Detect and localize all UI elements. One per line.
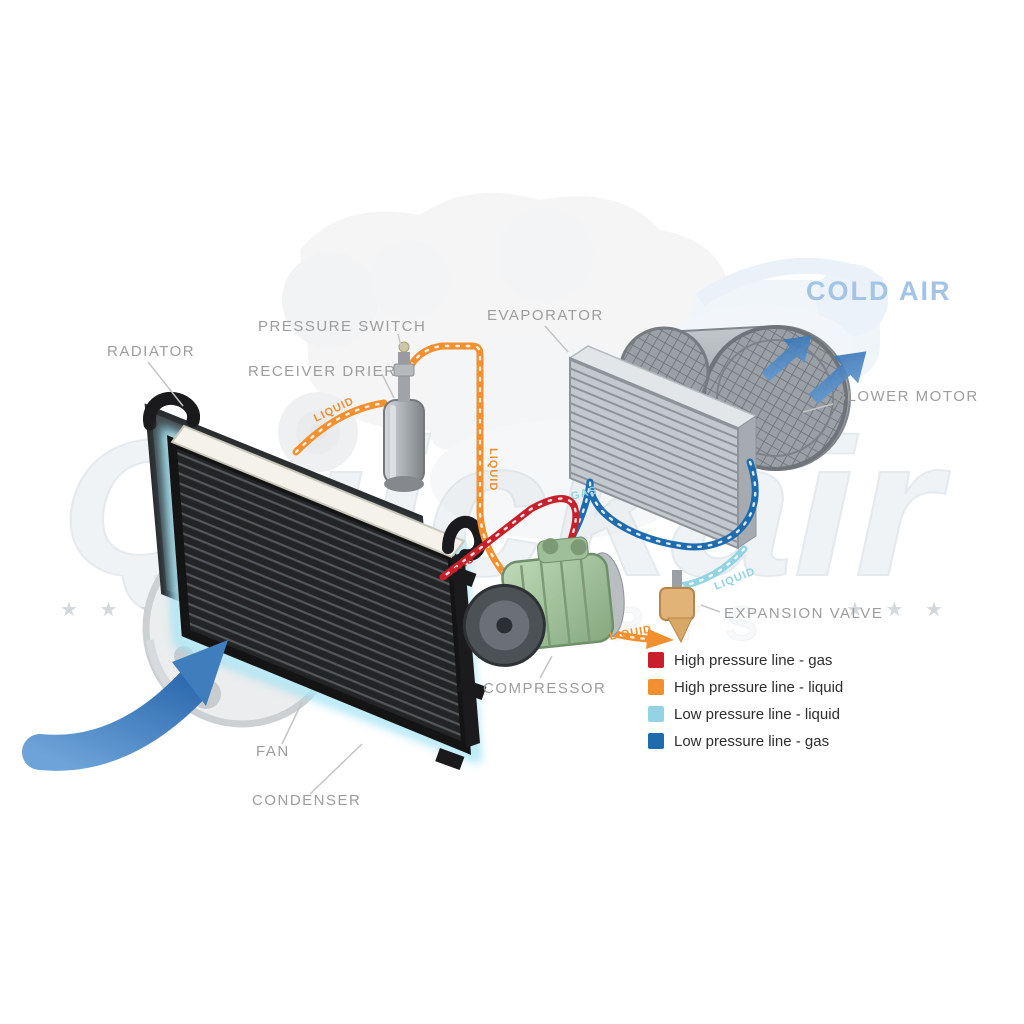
component-labels: RADIATOR PRESSURE SWITCH RECEIVER DRIER …: [107, 276, 979, 809]
legend-item: High pressure line - liquid: [648, 679, 843, 696]
cold-air-arrow-icon: [761, 335, 812, 382]
receiver-drier-neck: [398, 376, 410, 402]
cold-air-arrows: [761, 335, 867, 405]
evaporator-fins: [569, 356, 739, 550]
legend-label: Low pressure line - gas: [674, 733, 829, 750]
leader-lines: [147, 325, 834, 795]
receiver-drier-highlight: [390, 405, 396, 479]
watermark-stars-right: ★ ★ ★: [846, 599, 951, 621]
blower-motor-front-ring: [716, 339, 834, 457]
radiator-label: RADIATOR: [107, 343, 195, 360]
pressure-switch-label: PRESSURE SWITCH: [258, 318, 426, 335]
liquid-flow-arrowhead-icon: [646, 629, 674, 649]
low-pressure-liquid-pipe: [676, 545, 748, 590]
fan-label: FAN: [256, 743, 290, 760]
expansion-valve-cone: [667, 617, 693, 644]
legend-swatch-high-liquid: [648, 679, 664, 695]
condenser-mount-tab: [435, 748, 465, 771]
pressure-switch-base: [393, 363, 415, 377]
legend-label: Low pressure line - liquid: [674, 706, 840, 723]
condenser-right-rail: [452, 551, 480, 748]
compressor-label: COMPRESSOR: [483, 680, 606, 697]
expansion-valve-graphic: [659, 570, 695, 644]
condenser-label: CONDENSER: [252, 792, 361, 809]
compressor-port: [570, 539, 587, 556]
condenser-mount-tab: [457, 678, 487, 701]
cold-air-label: COLD AIR: [806, 276, 952, 306]
expansion-valve-label: EXPANSION VALVE: [724, 605, 883, 622]
receiver-drier-label: RECEIVER DRIER: [248, 363, 397, 380]
blower-motor-label: BLOWER MOTOR: [836, 388, 979, 405]
condenser-top-face: [170, 424, 466, 559]
expansion-valve-stem: [672, 570, 682, 592]
legend-item: Low pressure line - gas: [648, 733, 829, 750]
compressor-clutch-hub: [496, 617, 513, 634]
cold-air-arrow-icon: [808, 351, 867, 405]
legend-swatch-low-liquid: [648, 706, 664, 722]
compressor-port: [542, 538, 559, 555]
legend-item: High pressure line - gas: [648, 652, 832, 669]
receiver-drier-bottom-cap: [384, 476, 424, 492]
pipe-legend: High pressure line - gas High pressure l…: [648, 652, 843, 750]
condenser-graphic: [166, 424, 487, 771]
legend-label: High pressure line - gas: [674, 652, 832, 669]
evaporator-label: EVAPORATOR: [487, 307, 604, 324]
legend-swatch-low-gas: [648, 733, 664, 749]
legend-item: Low pressure line - liquid: [648, 706, 840, 723]
pressure-switch-body: [398, 352, 410, 364]
expansion-valve-body: [659, 587, 695, 621]
air-arrow-head-icon: [172, 640, 228, 706]
receiver-drier-graphic: [383, 341, 425, 492]
radiator-inlet-hose: [143, 391, 201, 431]
air-flow-label: AIR: [86, 649, 148, 705]
compressor-graphic: [462, 536, 625, 667]
legend-swatch-high-gas: [648, 652, 664, 668]
air-arrow-shaft: [22, 668, 210, 771]
air-flow-arrow: AIR: [22, 640, 228, 771]
liquid-pipe-label: LIQUID: [487, 448, 499, 491]
legend-label: High pressure line - liquid: [674, 679, 843, 696]
